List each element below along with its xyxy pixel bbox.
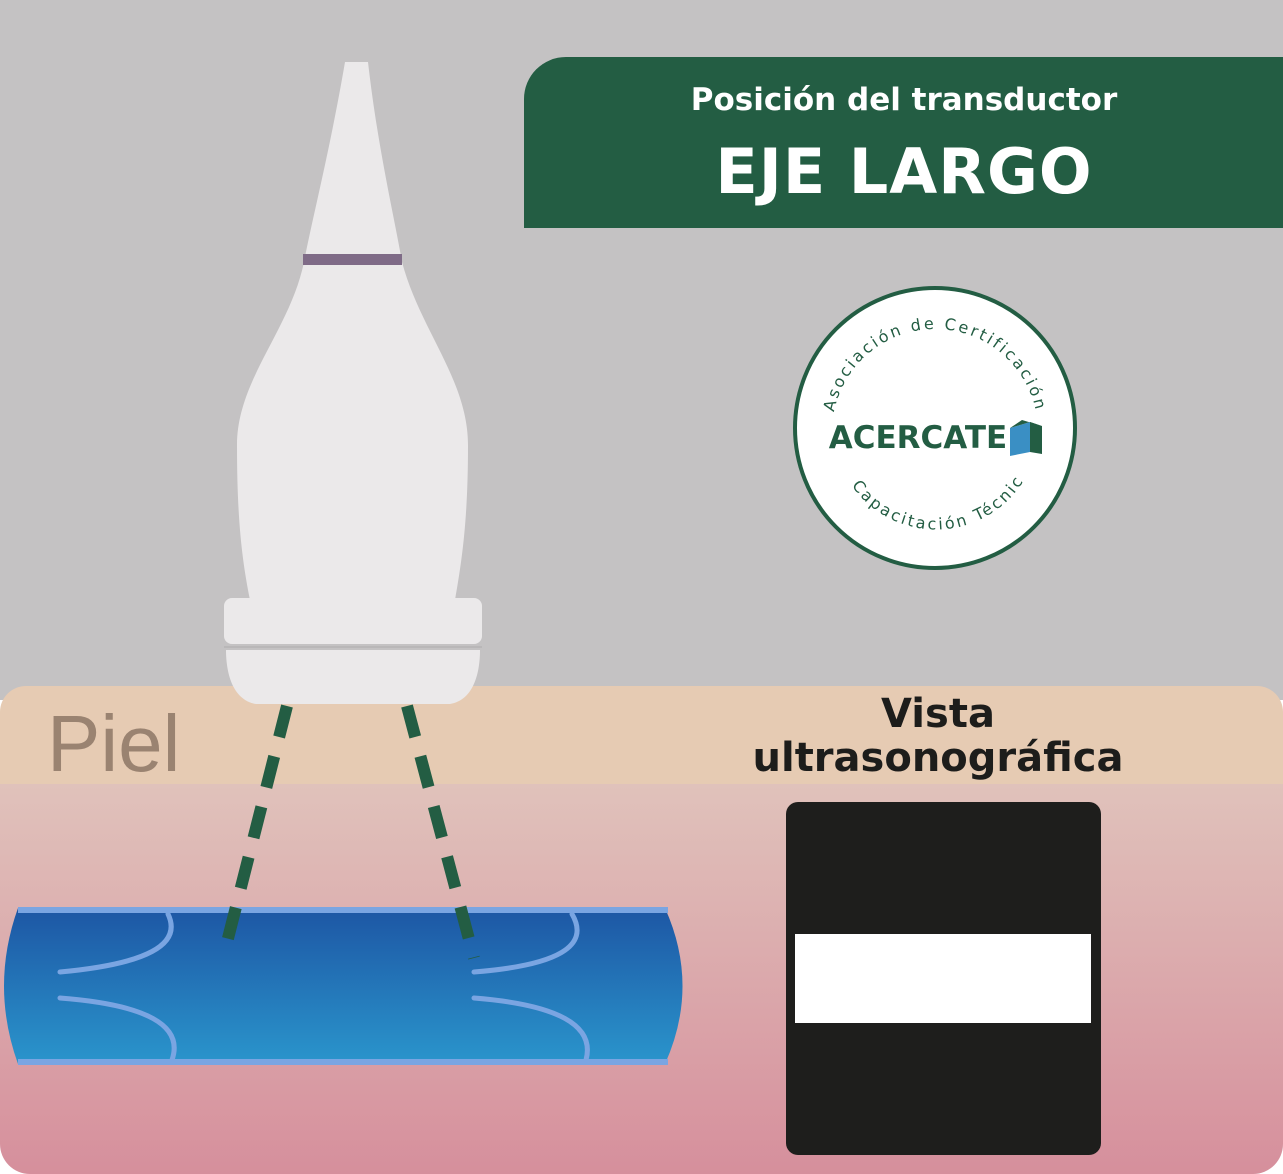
skin-layer	[0, 686, 1283, 786]
title-subtitle: Posición del transductor	[690, 82, 1118, 118]
beam-right	[401, 704, 480, 960]
title-banner	[524, 57, 1283, 228]
transducer-icon	[224, 62, 482, 704]
skin-label: Piel	[47, 699, 181, 788]
seal-cube-icon	[1010, 420, 1042, 456]
vein-icon	[4, 907, 683, 1065]
valve-cusp-right-lower	[471, 995, 590, 1063]
ultrasound-view-label: Vista ultrasonográfica	[752, 691, 1124, 781]
valve-cusp-right-upper	[471, 911, 580, 975]
valve-cusp-left-lower	[57, 995, 177, 1063]
valve-cusp-left-upper	[57, 911, 174, 975]
vein-echo-longitudinal	[795, 934, 1091, 1023]
title-main: EJE LARGO	[715, 135, 1093, 208]
ultrasound-beams	[217, 704, 480, 960]
beam-left	[217, 704, 293, 960]
seal-brand: ACERCATE	[829, 420, 1007, 456]
